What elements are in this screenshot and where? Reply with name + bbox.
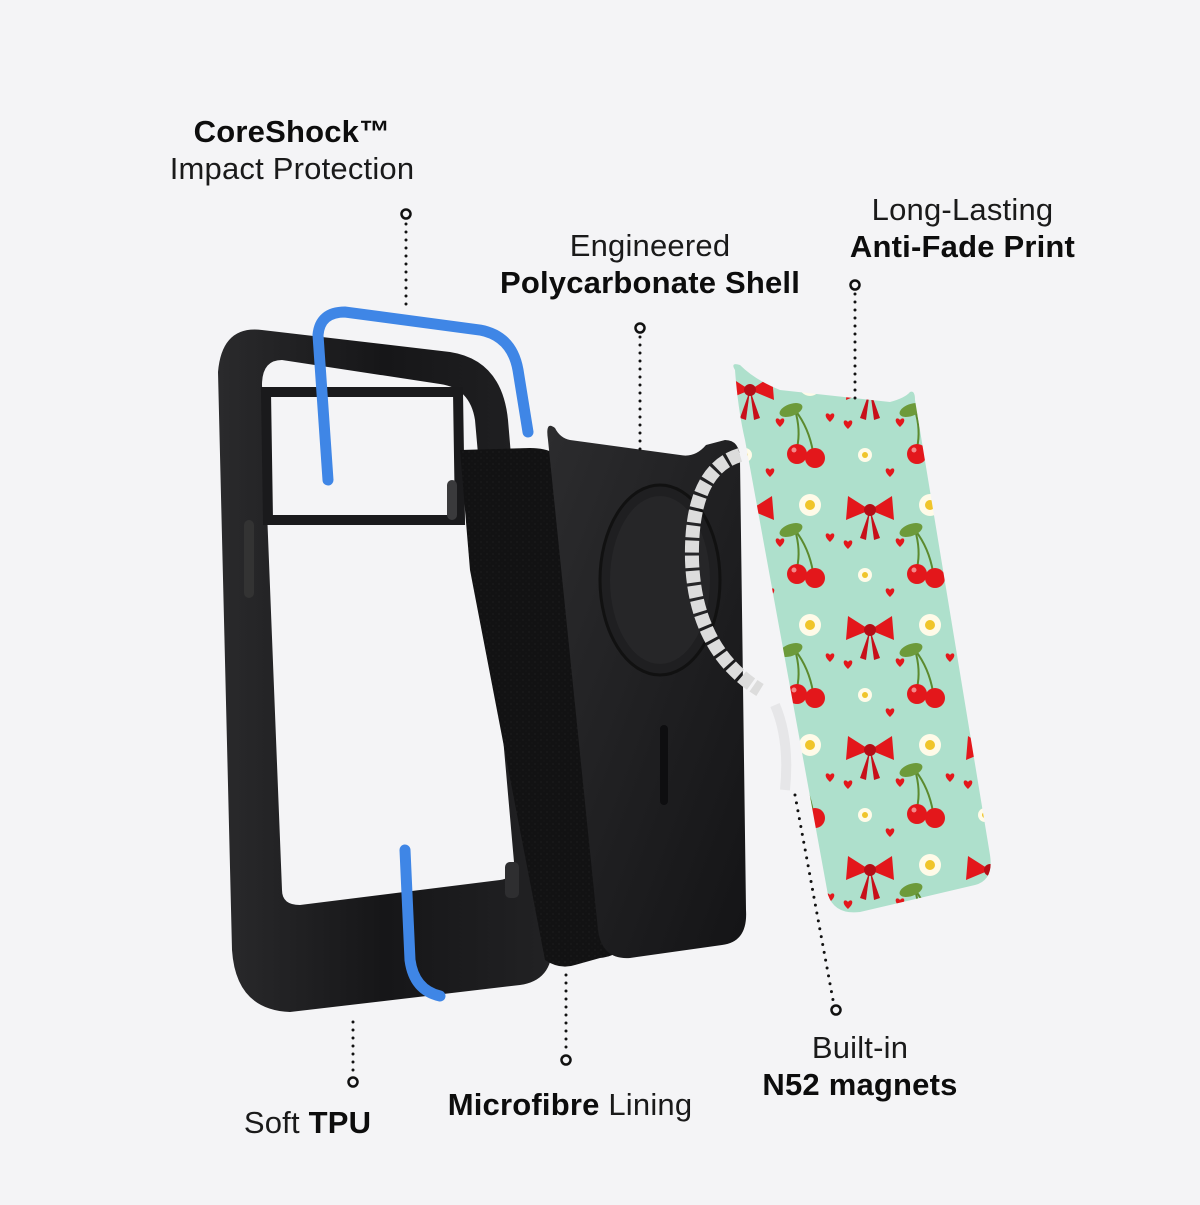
callout-polycarbonate-title: Polycarbonate Shell <box>499 264 801 300</box>
callout-coreshock-title: CoreShock™ <box>193 114 391 149</box>
callout-polycarbonate: Engineered Polycarbonate Shell <box>485 228 815 301</box>
anti-fade-print-panel <box>733 364 991 913</box>
leader-lines <box>347 208 861 1088</box>
callout-magnets-title: N52 magnets <box>762 1066 958 1102</box>
n52-magnet-ring <box>684 448 792 791</box>
callout-microfibre-suffix: Lining <box>599 1087 693 1122</box>
callout-antifade: Long-Lasting Anti-Fade Print <box>835 192 1090 265</box>
callout-tpu: Soft TPU <box>230 1105 385 1142</box>
callout-coreshock-subtitle: Impact Protection <box>169 150 415 186</box>
callout-microfibre: Microfibre Lining <box>430 1087 710 1124</box>
callout-microfibre-title: Microfibre <box>447 1087 600 1122</box>
callout-coreshock: CoreShock™ Impact Protection <box>152 114 432 187</box>
microfibre-lining <box>460 448 626 967</box>
callout-polycarbonate-subtitle: Engineered <box>569 228 731 263</box>
callout-magnets-subtitle: Built-in <box>811 1030 909 1065</box>
coreshock-bumpers <box>312 306 534 1002</box>
callout-tpu-prefix: Soft <box>243 1105 309 1140</box>
callout-antifade-subtitle: Long-Lasting <box>871 192 1054 227</box>
callout-magnets: Built-in N52 magnets <box>745 1030 975 1103</box>
callout-antifade-title: Anti-Fade Print <box>849 228 1076 264</box>
callout-tpu-title: TPU <box>308 1105 372 1140</box>
